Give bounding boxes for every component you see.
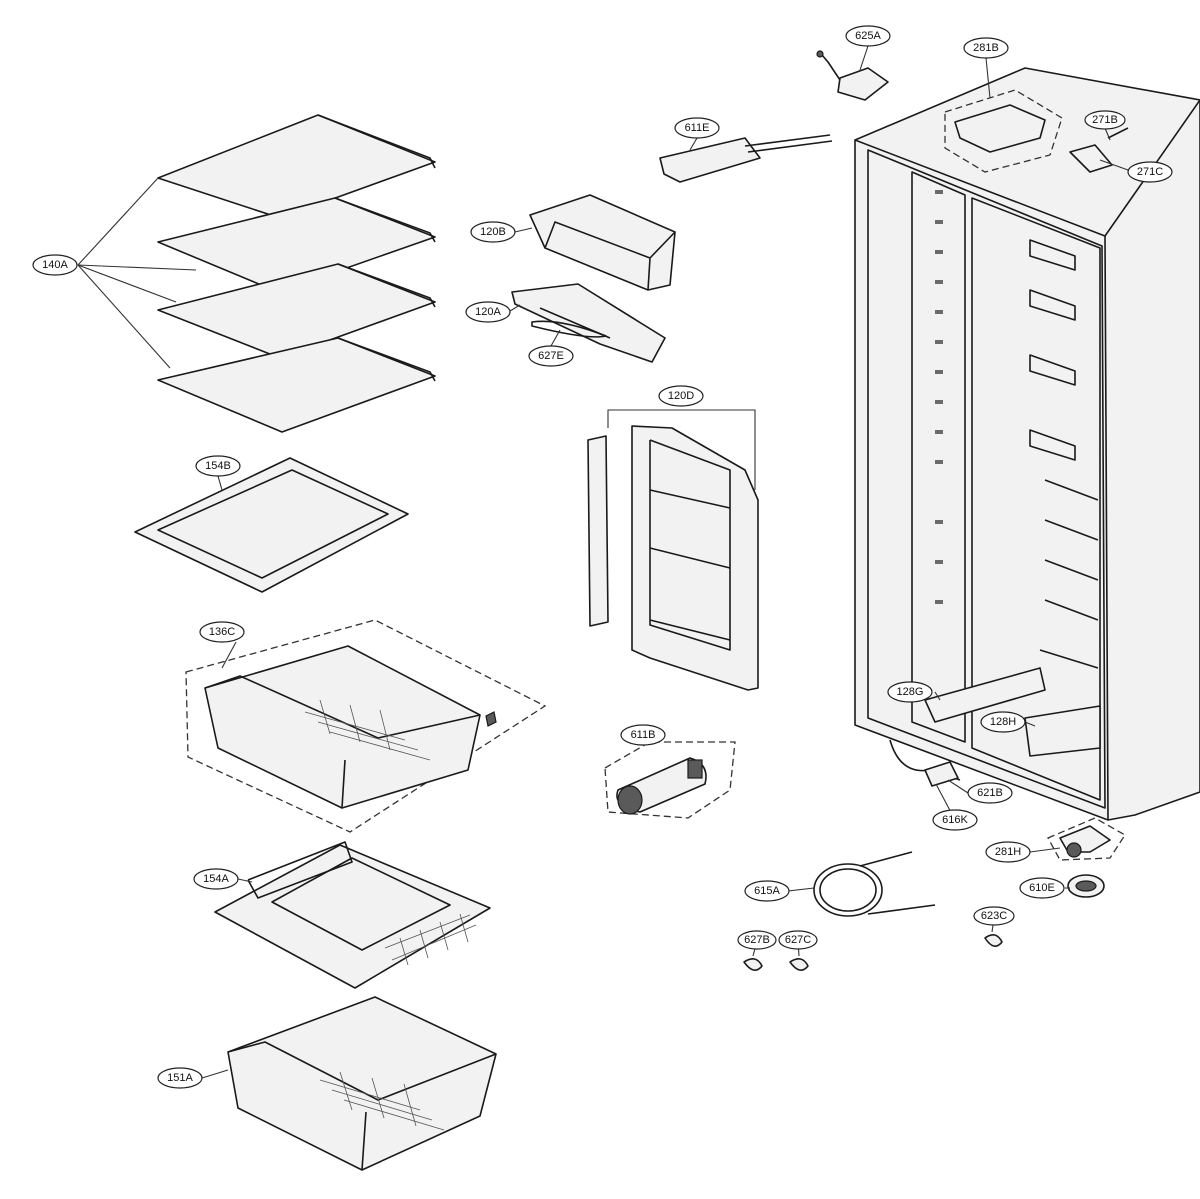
drawer-cover-154A (214, 841, 491, 989)
label-623C: 623C (973, 906, 1015, 926)
leader-lines (201, 45, 1129, 1079)
label-140A: 140A (32, 254, 78, 276)
label-621B: 621B (967, 782, 1013, 804)
shelf-frame-154B (134, 457, 409, 593)
glass-shelf-1 (157, 114, 436, 219)
refrigerator-cabinet (854, 67, 1200, 821)
label-627C: 627C (778, 930, 818, 950)
svg-text:271C: 271C (1137, 166, 1163, 178)
svg-text:120B: 120B (480, 226, 506, 238)
label-271B: 271B (1084, 110, 1126, 130)
cabinet-rails (935, 190, 1099, 669)
svg-text:120D: 120D (668, 390, 694, 402)
crisper-drawer-136C (185, 619, 547, 833)
clip-623C (984, 934, 1003, 947)
ice-maker-611E (659, 134, 833, 183)
svg-text:621B: 621B (977, 787, 1003, 799)
door-panel-120D (587, 409, 759, 691)
svg-text:627E: 627E (538, 350, 564, 362)
svg-text:140A: 140A (42, 259, 68, 271)
svg-text:611B: 611B (631, 729, 656, 741)
shelf-140A-group (77, 114, 436, 433)
svg-text:281H: 281H (995, 846, 1021, 858)
valve-621B (924, 761, 959, 787)
label-611E: 611E (674, 117, 720, 139)
label-120D: 120D (658, 385, 704, 407)
bracket-271 (1069, 127, 1129, 173)
label-625A: 625A (845, 25, 891, 47)
hinge-281B (944, 89, 1063, 173)
svg-text:120A: 120A (475, 306, 501, 318)
label-616K: 616K (932, 809, 978, 831)
glass-shelf-3 (157, 263, 436, 359)
svg-text:627C: 627C (785, 934, 811, 946)
label-120A: 120A (465, 301, 511, 323)
svg-text:615A: 615A (754, 885, 780, 897)
water-tube-615A (813, 851, 936, 917)
label-610E: 610E (1019, 877, 1065, 899)
label-281B: 281B (963, 37, 1009, 59)
svg-text:610E: 610E (1029, 882, 1055, 894)
glass-shelf-4 (157, 337, 436, 433)
label-128G: 128G (887, 681, 933, 703)
clip-627B (743, 958, 763, 971)
svg-text:281B: 281B (973, 42, 999, 54)
svg-text:128G: 128G (897, 686, 924, 698)
gasket-627E (531, 320, 607, 338)
svg-text:154B: 154B (205, 460, 231, 472)
ice-bin-120B (529, 194, 676, 291)
lower-drawer-151A (227, 996, 497, 1171)
water-filter-611B (604, 741, 736, 819)
svg-text:611E: 611E (685, 122, 710, 134)
clip-627C (789, 958, 809, 971)
glass-shelf-2 (157, 197, 436, 293)
label-128H: 128H (980, 711, 1026, 733)
label-136C: 136C (199, 621, 245, 643)
label-627E: 627E (528, 345, 574, 367)
svg-text:128H: 128H (990, 716, 1016, 728)
label-615A: 615A (744, 880, 790, 902)
hinge-281H (1047, 817, 1126, 861)
label-281H: 281H (985, 841, 1031, 863)
label-271C: 271C (1127, 161, 1173, 183)
label-151A: 151A (157, 1067, 203, 1089)
label-120B: 120B (470, 221, 516, 243)
svg-text:136C: 136C (209, 626, 235, 638)
svg-text:151A: 151A (167, 1072, 193, 1084)
cap-610E (1067, 874, 1105, 898)
label-611B: 611B (620, 724, 666, 746)
svg-text:623C: 623C (981, 910, 1007, 922)
label-154A: 154A (193, 868, 239, 890)
svg-text:627B: 627B (744, 934, 770, 946)
label-154B: 154B (195, 455, 241, 477)
svg-text:271B: 271B (1092, 114, 1118, 126)
controller-625A (816, 50, 889, 101)
svg-text:616K: 616K (942, 814, 968, 826)
svg-text:625A: 625A (855, 30, 881, 42)
svg-text:154A: 154A (203, 873, 229, 885)
label-627B: 627B (737, 930, 777, 950)
